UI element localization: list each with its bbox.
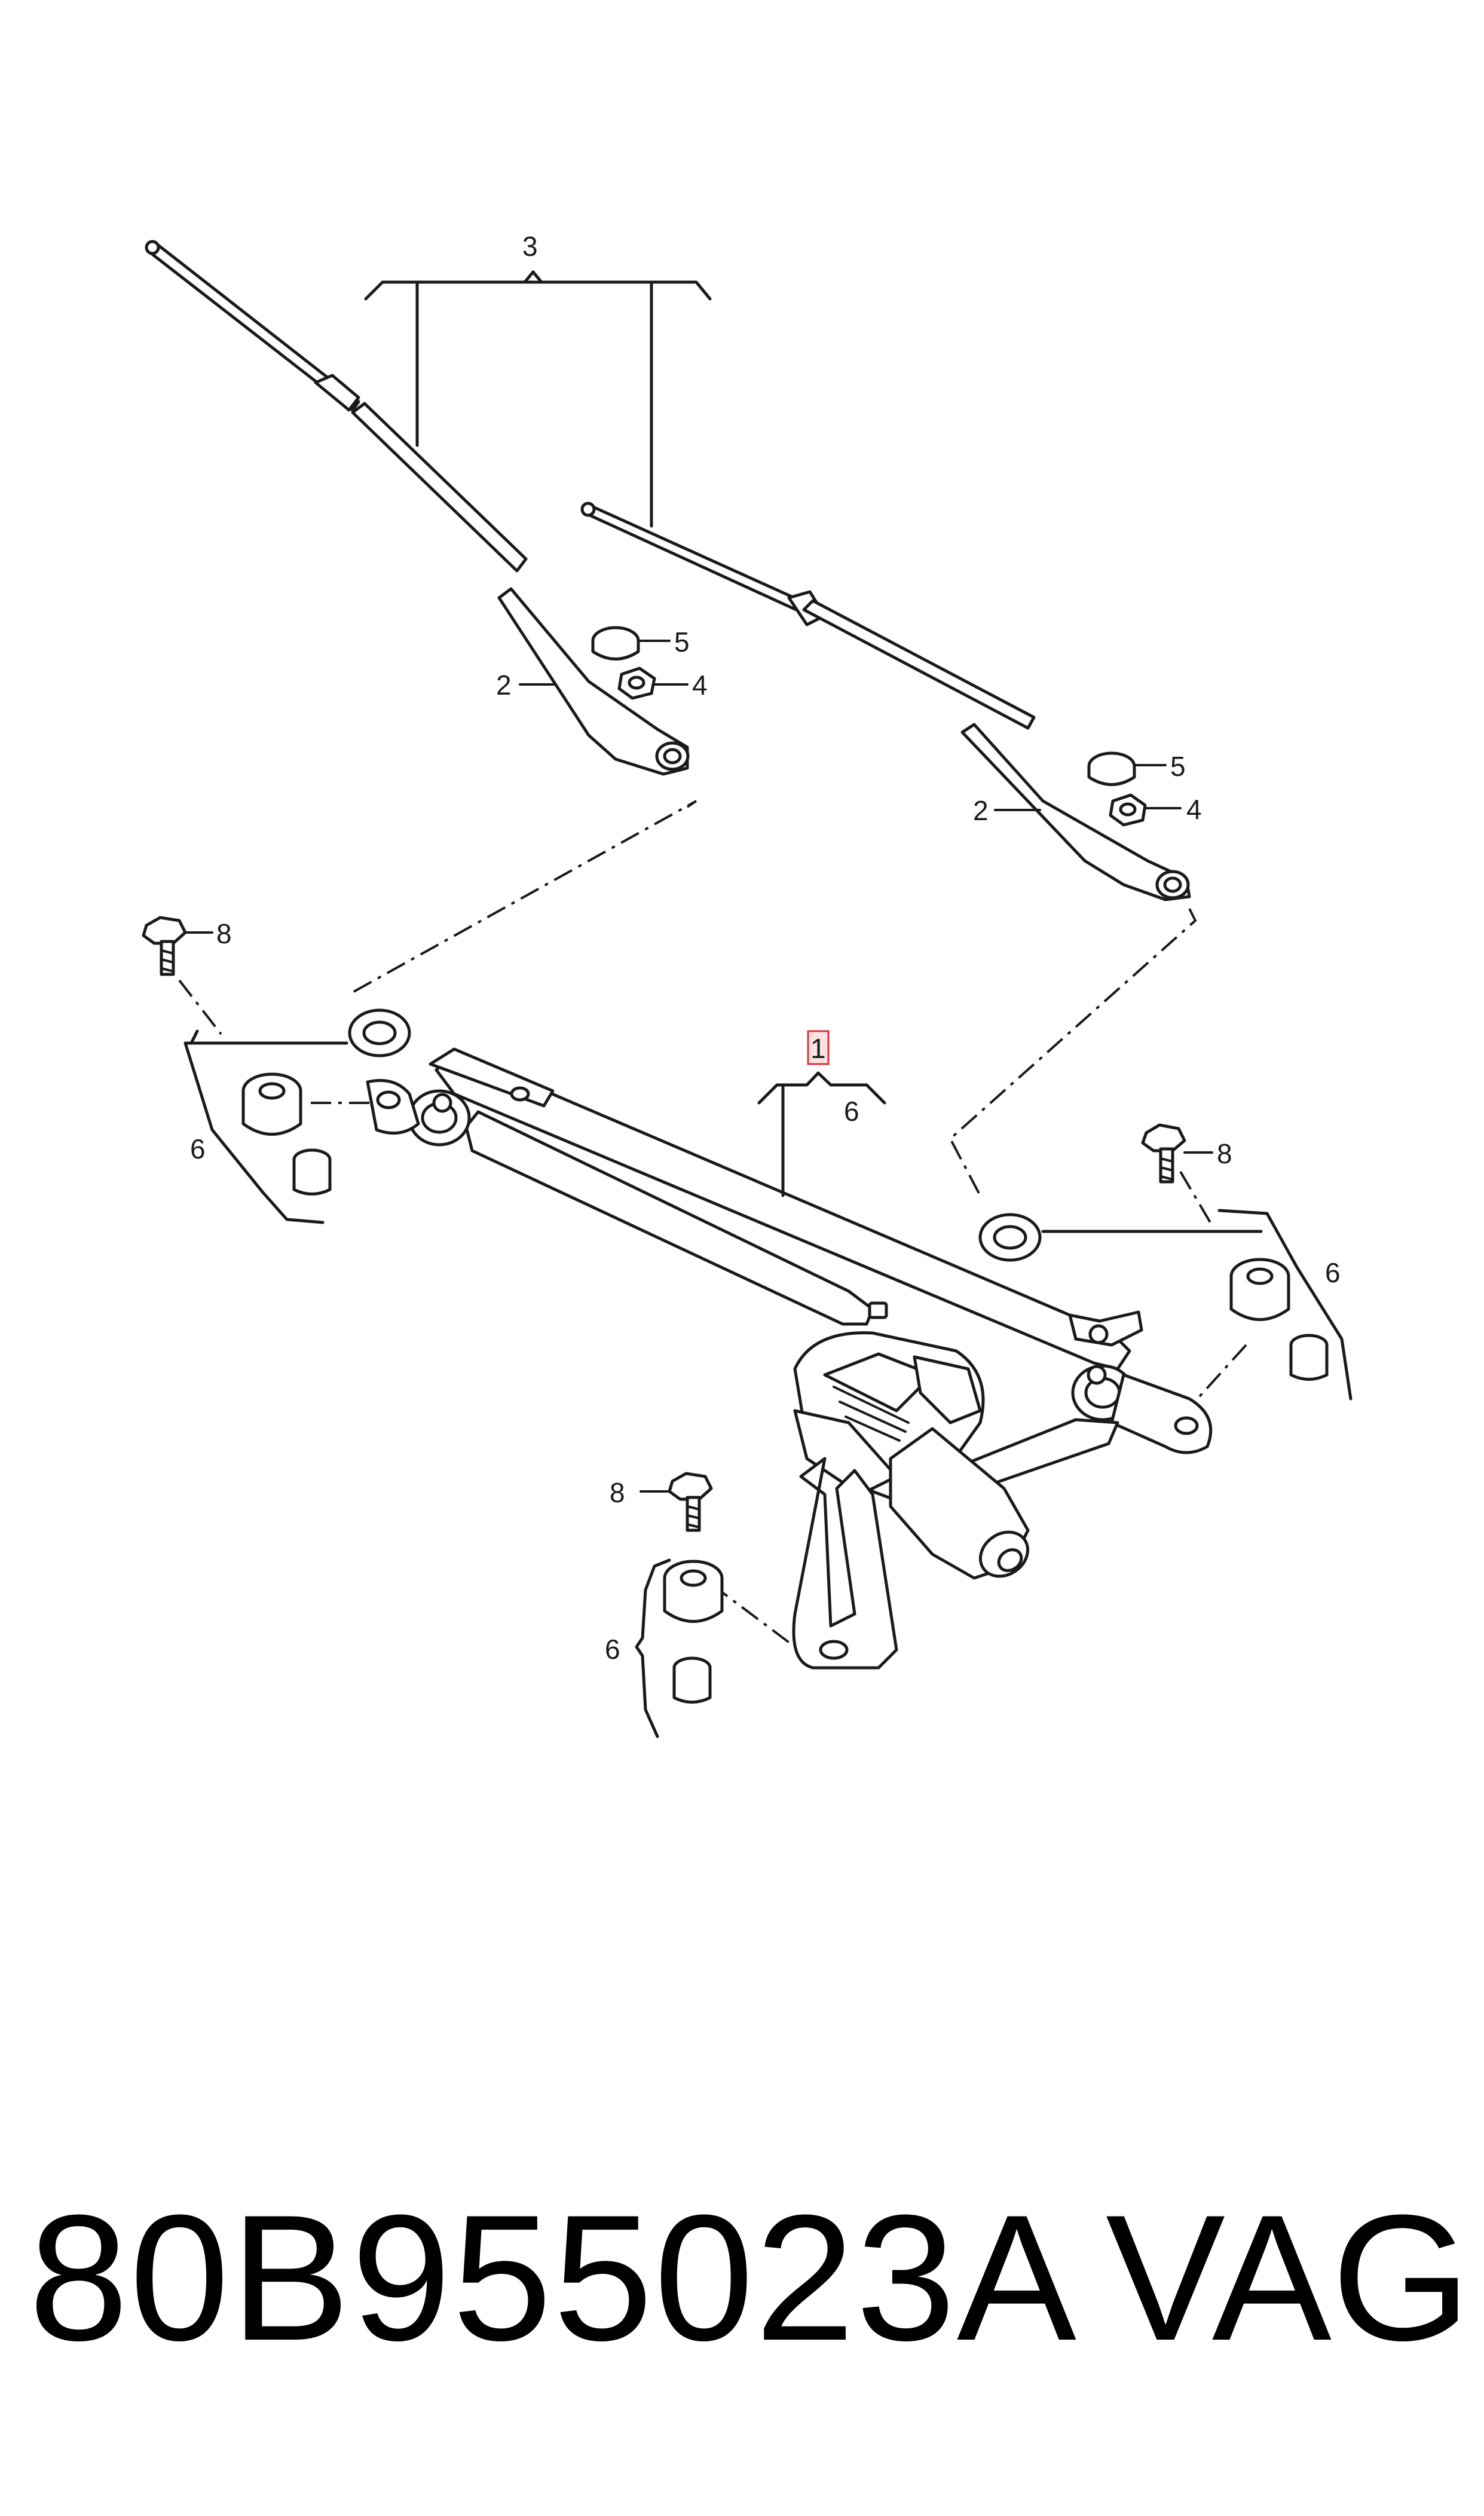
callout-5-left: 5 <box>674 626 690 658</box>
callout-5-right: 5 <box>1170 751 1186 782</box>
alignment-line-right <box>948 908 1197 1196</box>
grommet-left <box>241 1072 302 1136</box>
callout-4-left: 4 <box>692 669 708 701</box>
sleeve-right <box>1289 1334 1329 1381</box>
alignment-line-grommet-bottom <box>710 1583 796 1648</box>
alignment-line-bolt-right <box>1179 1170 1211 1224</box>
wiper-arm-left <box>497 587 690 776</box>
part-number: 80B955023A <box>29 2177 1078 2378</box>
cap-right <box>1087 751 1136 786</box>
alignment-line-bolt-left <box>178 979 222 1035</box>
cap-left <box>591 626 640 661</box>
callout-8-right: 8 <box>1217 1138 1232 1169</box>
sleeve-bottom <box>672 1656 712 1704</box>
bushing-left <box>348 1008 411 1057</box>
callout-6-left: 6 <box>190 1133 206 1164</box>
callout-1: 1 <box>810 1033 826 1064</box>
brand-label: VAG <box>1106 2177 1471 2378</box>
bolt-right <box>1141 1123 1186 1184</box>
nut-left <box>617 667 656 700</box>
bracket-6-left <box>183 1029 348 1224</box>
grommet-right <box>1229 1258 1290 1321</box>
nut-right <box>1109 793 1147 827</box>
callout-8-bottom: 8 <box>610 1477 625 1508</box>
wiper-motor <box>792 1331 1030 1670</box>
bracket-6-bottom <box>635 1558 671 1738</box>
callout-6-bottom: 6 <box>605 1634 620 1665</box>
callout-2-left: 2 <box>496 669 512 701</box>
callout-6-right: 6 <box>1325 1257 1341 1288</box>
alignment-line-grommet-right <box>1188 1344 1247 1409</box>
wiper-arm-right <box>960 723 1191 901</box>
sleeve-left <box>292 1148 332 1196</box>
alignment-line-left <box>352 800 697 993</box>
callout-2-right: 2 <box>973 795 989 826</box>
bracket-1 <box>757 1071 886 1197</box>
callout-8-left: 8 <box>216 918 232 949</box>
callout-3: 3 <box>522 231 538 262</box>
grommet-bottom <box>663 1560 724 1623</box>
bolt-left <box>142 916 187 976</box>
wiper-blade-right <box>580 502 1036 730</box>
bolt-bottom <box>668 1472 713 1532</box>
callout-1-highlight <box>807 1030 830 1065</box>
wiper-linkage-assembly <box>366 1047 1213 1502</box>
wiper-blade-left <box>145 240 528 573</box>
callout-6-under-1: 6 <box>844 1096 859 1127</box>
bracket-6-right <box>1041 1209 1353 1401</box>
bracket-3 <box>364 270 712 528</box>
callout-4-right: 4 <box>1186 794 1202 825</box>
bushing-right <box>978 1213 1042 1262</box>
